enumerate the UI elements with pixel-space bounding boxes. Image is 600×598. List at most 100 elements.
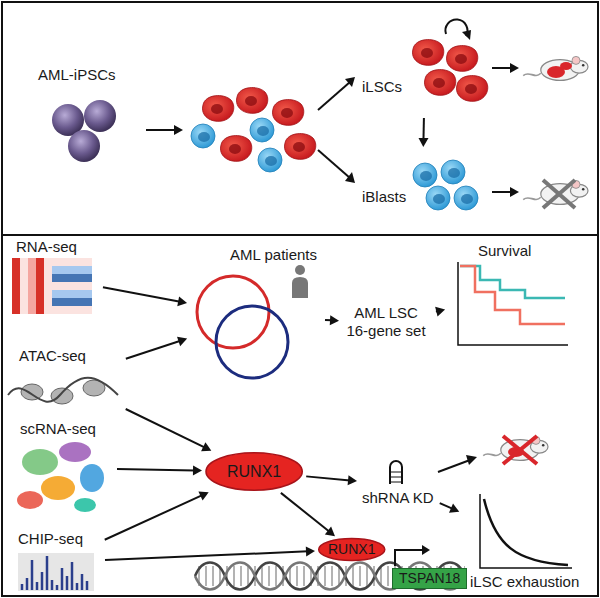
heatmap-cell	[36, 290, 44, 298]
heatmap-cell	[12, 298, 20, 306]
node-label: RNA-seq	[16, 238, 77, 256]
heatmap-cell	[84, 266, 92, 274]
heatmap-cell	[84, 298, 92, 306]
heatmap-cell	[68, 298, 76, 306]
dna	[195, 563, 465, 590]
dna	[195, 563, 465, 590]
data-panel: ATAC-seq	[5, 345, 123, 413]
hairpin-icon	[390, 477, 402, 478]
connector	[126, 409, 212, 451]
heatmap-cell	[52, 274, 60, 282]
connector	[117, 465, 202, 475]
chip-track	[18, 553, 94, 591]
heatmap-cell	[44, 290, 52, 298]
node-label: RUNX1	[328, 541, 375, 558]
arrow	[174, 125, 183, 135]
ellipse-fill	[319, 538, 385, 560]
connector-line	[105, 495, 203, 540]
heatmap-cell	[68, 266, 76, 274]
heatmap-cell	[36, 274, 44, 282]
heatmap-cell	[20, 258, 28, 266]
cell-group: iBlasts	[360, 150, 485, 220]
heatmap-cell	[52, 282, 60, 290]
heatmap	[12, 258, 92, 314]
heatmap-cell	[76, 290, 84, 298]
mouse-no-engraft	[543, 180, 575, 208]
arrow-head	[306, 546, 315, 556]
arrow-head	[193, 465, 202, 475]
connector	[103, 287, 187, 306]
node-label: AML-iPSCs	[38, 66, 116, 84]
venn	[197, 276, 288, 378]
mixed-cells	[191, 124, 215, 148]
heatmap-cell	[52, 290, 60, 298]
connector-line	[440, 503, 453, 509]
node-label: Survival	[478, 242, 531, 260]
heatmap-cell	[12, 258, 20, 266]
data-panel: RNA-seq	[8, 236, 100, 320]
heatmap-cell	[36, 298, 44, 306]
heatmap-cell	[84, 258, 92, 266]
mixed-cells	[202, 96, 233, 122]
iblast-cells	[413, 160, 478, 210]
arrow-head	[177, 296, 187, 306]
nucleosomes	[21, 384, 43, 400]
heatmap-cell	[20, 298, 28, 306]
heatmap-cell	[36, 258, 44, 266]
heatmap-cell	[76, 258, 84, 266]
node-label: iBlasts	[362, 188, 406, 206]
ilsc-cells	[412, 40, 443, 66]
umap	[74, 498, 96, 512]
mouse-engrafted	[560, 62, 572, 70]
arrow-head	[435, 307, 445, 317]
heatmap-cell	[76, 282, 84, 290]
heatmap-cell	[20, 290, 28, 298]
survival-panel: Survival	[448, 240, 568, 348]
heatmap-cell	[12, 266, 20, 274]
connector	[419, 118, 429, 147]
heatmap-cell	[60, 298, 68, 306]
heatmap-cell	[52, 258, 60, 266]
heatmap-cell	[68, 306, 76, 314]
mixed-cells	[191, 88, 316, 172]
nucleosomes	[8, 378, 118, 402]
tf-ellipse: RUNX1	[205, 452, 303, 491]
chip-track	[22, 556, 87, 590]
ilsc-cells	[462, 30, 471, 40]
heatmap-cell	[12, 306, 20, 314]
heatmap-cell	[68, 290, 76, 298]
connector-line	[422, 118, 424, 140]
connector-line	[126, 409, 205, 448]
frame	[2, 234, 598, 236]
arrow	[438, 460, 470, 472]
heatmap-cell	[12, 290, 20, 298]
heatmap-cell	[44, 298, 52, 306]
heatmap-cell	[36, 306, 44, 314]
heatmap-cell	[68, 282, 76, 290]
knockdown-panel: shRNA KD	[360, 455, 437, 515]
arrow	[318, 150, 350, 178]
arrow-head	[348, 475, 357, 485]
person-icon	[292, 277, 308, 298]
heatmap-cell	[76, 306, 84, 314]
heatmap-cell	[28, 298, 36, 306]
heatmap-cell	[44, 306, 52, 314]
chip-peak	[46, 556, 49, 590]
chip-peak	[66, 576, 69, 590]
connector	[126, 337, 187, 359]
connector	[306, 475, 357, 485]
connector-line	[306, 476, 350, 480]
chip-peak	[56, 585, 59, 590]
arrow-head	[325, 527, 335, 537]
node-label: scRNA-seq	[20, 420, 96, 438]
km-plot	[458, 262, 568, 345]
mouse-engrafted	[523, 56, 588, 80]
heatmap-cell	[60, 282, 68, 290]
mixed-cells	[284, 134, 315, 160]
heatmap-cell	[60, 290, 68, 298]
node-label: TSPAN18	[399, 570, 460, 587]
chip-peak	[21, 584, 24, 590]
chip-track	[18, 553, 94, 591]
iblast-cells	[413, 163, 437, 187]
